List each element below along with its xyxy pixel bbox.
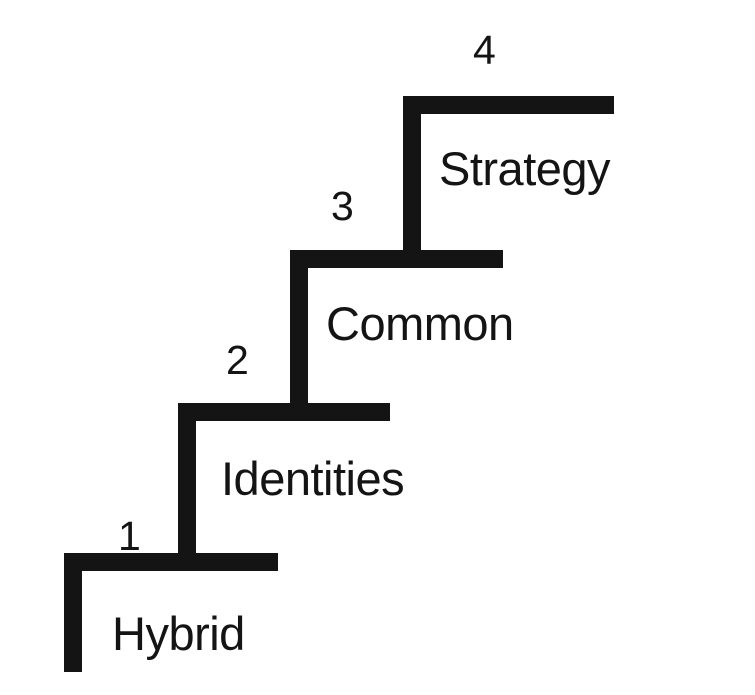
step-label-strategy: Strategy — [439, 142, 611, 195]
step-tread-4 — [403, 96, 614, 114]
step-tread-2 — [178, 403, 390, 421]
step-riser-1 — [64, 553, 82, 672]
step-riser-4 — [403, 96, 421, 268]
step-tread-3 — [290, 250, 503, 268]
step-number-1: 1 — [118, 513, 141, 559]
step-number-4: 4 — [473, 27, 496, 73]
step-riser-2 — [178, 403, 196, 571]
step-label-identities: Identities — [221, 452, 405, 505]
step-number-3: 3 — [331, 183, 354, 229]
step-tread-1 — [64, 553, 278, 571]
step-label-common: Common — [326, 297, 514, 350]
step-riser-3 — [290, 250, 308, 421]
step-label-hybrid: Hybrid — [112, 607, 245, 660]
step-number-2: 2 — [226, 337, 249, 383]
stair-bar-group — [64, 96, 614, 672]
